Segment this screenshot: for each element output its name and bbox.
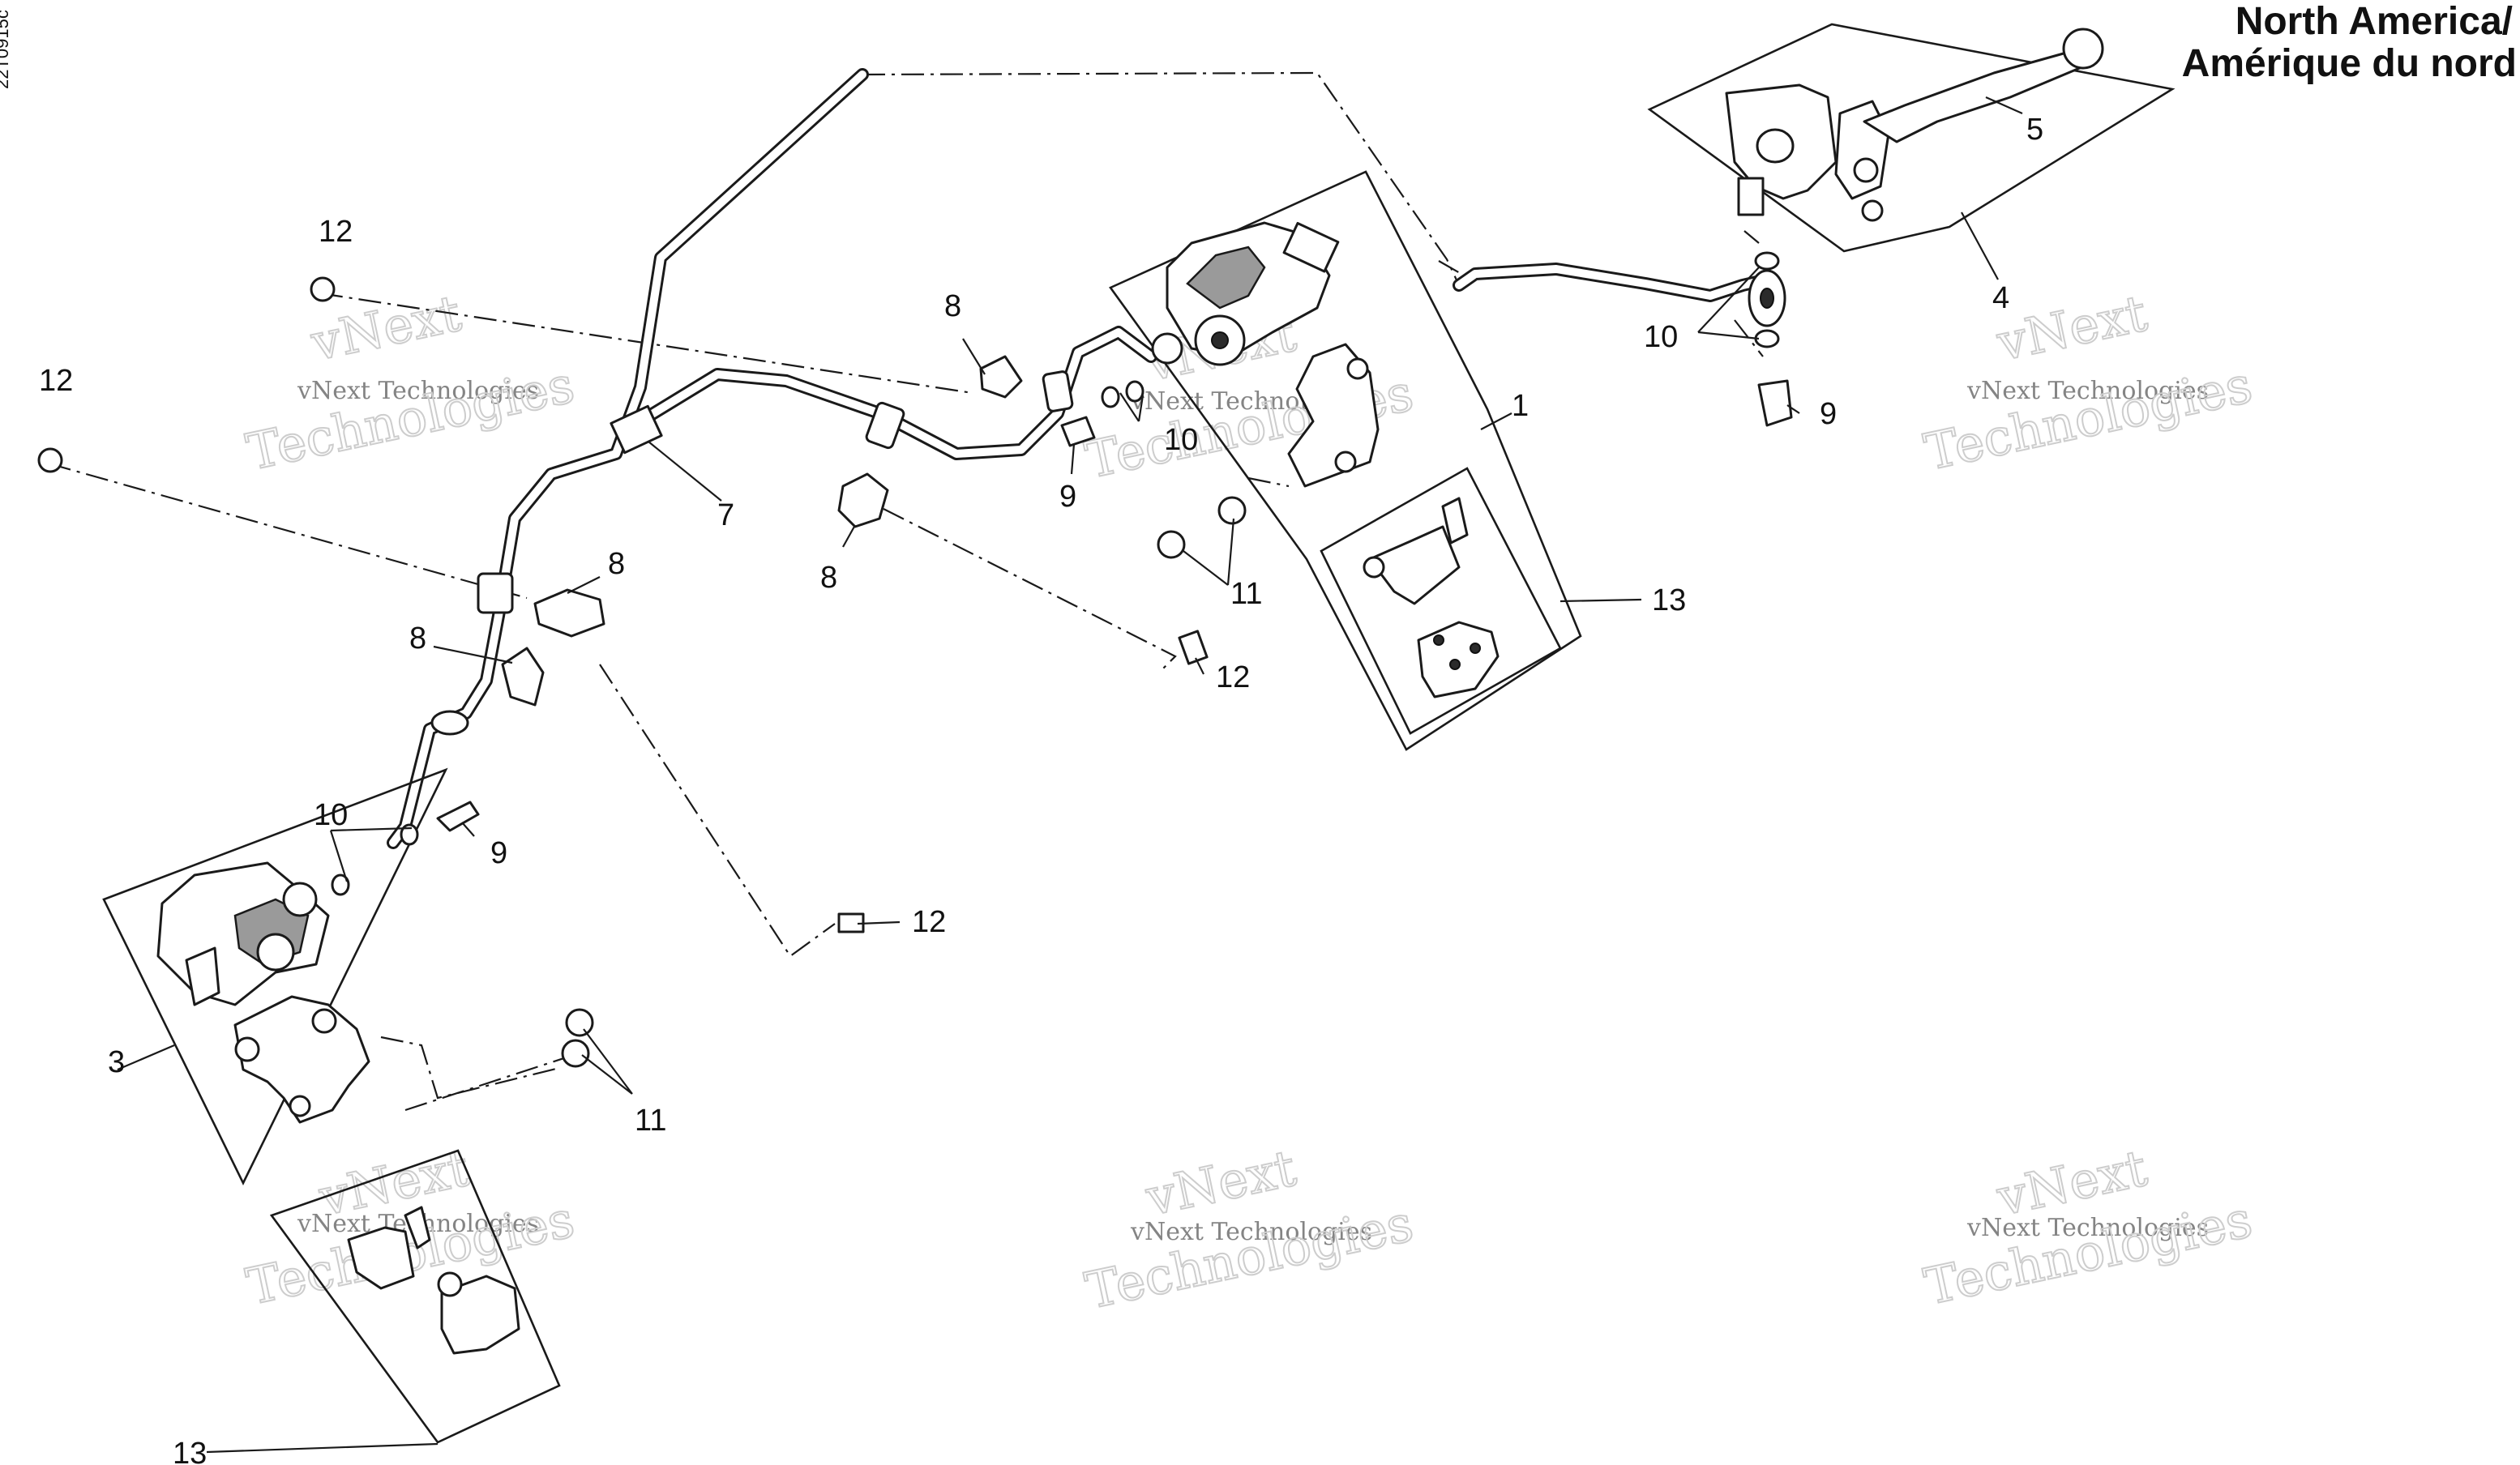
callout-11-rear: 11 bbox=[635, 1104, 666, 1138]
callout-13-front: 13 bbox=[1652, 583, 1686, 617]
leader-lines bbox=[117, 96, 2023, 1454]
svg-text:vNext Technologies: vNext Technologies bbox=[1130, 1218, 1372, 1246]
diagram-code: 22T0915c bbox=[0, 10, 12, 89]
watermark-top-right: vNext vNext Technologies Technologies bbox=[1919, 283, 2258, 483]
svg-text:vNext: vNext bbox=[1140, 1138, 1301, 1228]
callout-8-clamp: 8 bbox=[820, 561, 837, 595]
callout-10-master: 10 bbox=[1644, 320, 1678, 354]
callout-10-rear: 10 bbox=[314, 798, 348, 832]
callout-8-left-lower: 8 bbox=[409, 621, 426, 656]
svg-text:vNext: vNext bbox=[1992, 284, 2152, 373]
svg-text:vNext Technologies: vNext Technologies bbox=[1966, 1214, 2209, 1242]
callout-12-center: 12 bbox=[1216, 660, 1250, 694]
callout-9-rear: 9 bbox=[490, 836, 507, 870]
watermark-bottom-right: vNext vNext Technologies Technologies bbox=[1919, 1138, 2258, 1318]
callout-11-front: 11 bbox=[1230, 577, 1262, 611]
callout-7: 7 bbox=[717, 498, 734, 532]
rear-brake-pads bbox=[269, 1149, 561, 1444]
svg-text:vNext Technologies: vNext Technologies bbox=[297, 377, 539, 405]
callout-12-lower: 12 bbox=[912, 905, 946, 939]
region-title-line2: Amérique du nord bbox=[2182, 42, 2517, 85]
hardware-parts bbox=[37, 251, 1793, 1068]
watermark-group: vNext vNext Technologies Technologies vN… bbox=[241, 283, 2258, 1322]
callout-4: 4 bbox=[1992, 281, 2009, 315]
front-caliper-assembly bbox=[1109, 170, 1582, 751]
callout-3: 3 bbox=[108, 1045, 125, 1079]
callout-labels: 1 3 4 5 7 8 8 8 8 9 9 9 10 10 10 11 11 1… bbox=[39, 113, 2043, 1465]
master-cylinder-assembly bbox=[1647, 23, 2176, 253]
watermark-top-left: vNext vNext Technologies Technologies bbox=[241, 283, 580, 483]
watermark-bottom-center: vNext vNext Technologies Technologies bbox=[1080, 1138, 1419, 1322]
callout-8-left-upper: 8 bbox=[608, 547, 625, 581]
brake-hose-assembly bbox=[387, 68, 1157, 849]
callout-12-left: 12 bbox=[39, 364, 73, 398]
callout-12-top: 12 bbox=[319, 215, 353, 249]
callout-8-upper: 8 bbox=[944, 289, 961, 323]
master-cylinder-hose bbox=[1453, 263, 1786, 327]
callout-1: 1 bbox=[1512, 389, 1529, 423]
region-title-line1: North America/ bbox=[2235, 0, 2513, 43]
callout-9-front: 9 bbox=[1059, 480, 1076, 514]
svg-text:Technologies: Technologies bbox=[1080, 1194, 1418, 1321]
callout-5: 5 bbox=[2026, 113, 2043, 147]
svg-text:vNext Technologies: vNext Technologies bbox=[1966, 377, 2209, 405]
callout-9-master: 9 bbox=[1820, 397, 1837, 431]
callout-13-rear: 13 bbox=[173, 1437, 207, 1465]
svg-text:Technologies: Technologies bbox=[1919, 355, 2257, 482]
svg-text:Technologies: Technologies bbox=[242, 355, 580, 482]
callout-10-front: 10 bbox=[1164, 423, 1198, 457]
front-brake-pads bbox=[1320, 467, 1562, 735]
rear-caliper-assembly bbox=[102, 767, 448, 1185]
